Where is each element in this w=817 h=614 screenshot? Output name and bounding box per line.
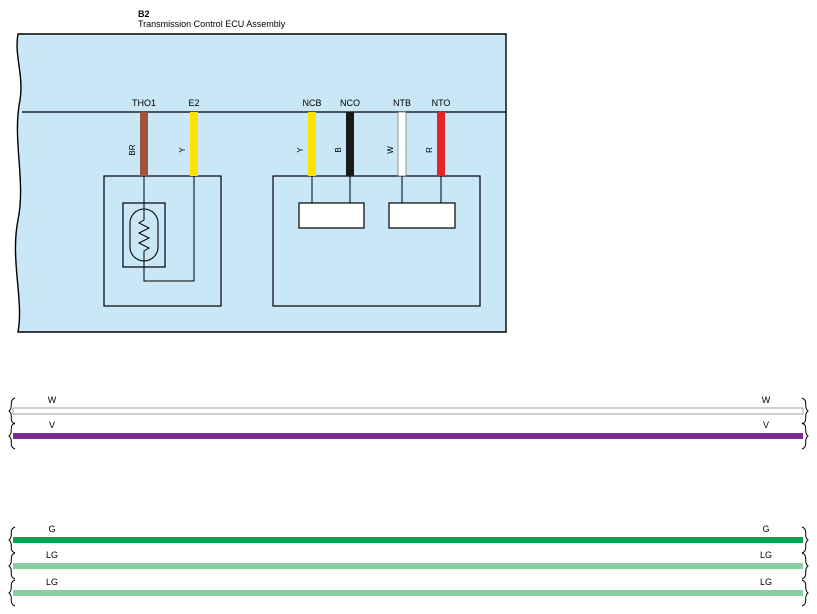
wire-break-left — [8, 422, 16, 450]
wire-break-left — [8, 397, 16, 425]
ecu-body — [14, 33, 507, 333]
wire-label-right: LG — [760, 550, 772, 560]
wire-label-right: G — [762, 524, 769, 534]
thermistor-return-wire — [143, 176, 195, 282]
wire-stub — [190, 112, 198, 176]
wire-label-left: LG — [46, 550, 58, 560]
wire-color-code: BR — [128, 144, 137, 155]
wire-break-right — [801, 526, 809, 554]
wire-break-right — [801, 397, 809, 425]
wire-label-left: W — [48, 395, 57, 405]
speed-sensor-ncb-nco — [298, 202, 365, 229]
wire-label-right: LG — [760, 577, 772, 587]
pin-nto: NTO R — [425, 98, 450, 176]
wire-line — [13, 433, 803, 439]
wire-label-left: LG — [46, 577, 58, 587]
harness-wire-lg2: LG LG — [8, 577, 809, 607]
pin-label: NTO — [432, 98, 451, 108]
wire-label-right: W — [762, 395, 771, 405]
ecu-code: B2 — [138, 9, 150, 19]
wire-break-left — [8, 552, 16, 580]
speed-sensor-housing — [272, 175, 481, 307]
wire-line — [13, 590, 803, 596]
wire-break-left — [8, 526, 16, 554]
wire-break-right — [801, 579, 809, 607]
wire-stub — [346, 112, 354, 176]
pin-label: THO1 — [132, 98, 156, 108]
ecu-name: Transmission Control ECU Assembly — [138, 19, 286, 29]
pin-label: NTB — [393, 98, 411, 108]
pin-label: E2 — [188, 98, 199, 108]
wire-stub — [308, 112, 316, 176]
pin-ncb: NCB Y — [296, 98, 322, 176]
wire-stub — [140, 112, 148, 176]
wire-label-right: V — [763, 420, 769, 430]
wire-line — [13, 563, 803, 569]
wire-break-right — [801, 552, 809, 580]
wire-label-left: V — [49, 420, 55, 430]
wire-color-code: Y — [178, 147, 187, 153]
harness-wire-lg1: LG LG — [8, 550, 809, 580]
pin-nco: NCO B — [334, 98, 360, 176]
wire-color-code: R — [425, 147, 434, 153]
wire-break-left — [8, 579, 16, 607]
pin-ntb: NTB W — [386, 98, 411, 177]
wire-label-left: G — [48, 524, 55, 534]
wire-color-code: Y — [296, 147, 305, 153]
wire-stub — [397, 111, 407, 177]
wire-line — [13, 537, 803, 543]
wire-break-right — [801, 422, 809, 450]
pin-label: NCB — [302, 98, 321, 108]
wire-stub — [437, 112, 445, 176]
thermistor-housing — [103, 175, 222, 307]
pin-label: NCO — [340, 98, 360, 108]
speed-sensor-ntb-nto — [388, 202, 456, 229]
wire-line — [12, 407, 804, 415]
wire-color-code: B — [334, 147, 343, 152]
wire-color-code: W — [386, 146, 395, 154]
pin-e2: E2Y — [178, 98, 200, 176]
